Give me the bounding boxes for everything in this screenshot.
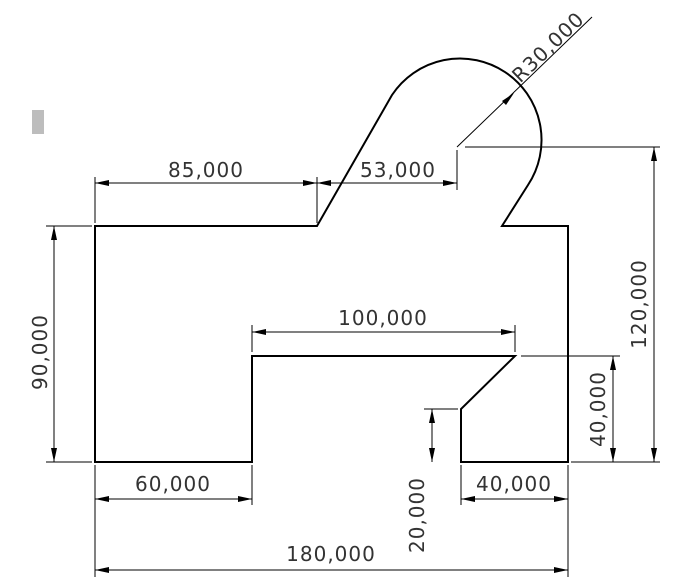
dim-label-left-height: 90,000 — [28, 314, 52, 390]
dim-label-notch-height: 40,000 — [586, 371, 610, 447]
dim-label-bottom-right-width: 40,000 — [476, 472, 552, 496]
dimension-bottom-right-width: 40,000 — [460, 465, 569, 505]
dim-label-inner-width: 100,000 — [338, 306, 428, 330]
part-outline — [94, 57, 569, 463]
dim-label-overall-width: 180,000 — [286, 542, 376, 566]
dimension-arc-radius: R30,000 — [456, 7, 593, 148]
dim-label-right-height: 120,000 — [627, 259, 651, 349]
dimension-right-height: 120,000 — [465, 146, 660, 463]
dimension-left-height: 90,000 — [28, 225, 92, 463]
dimension-bottom-left-width: 60,000 — [94, 465, 253, 505]
dimension-top-left-width: 85,000 — [94, 158, 318, 223]
dimension-overall-width: 180,000 — [94, 505, 569, 577]
smudge-mark — [32, 110, 44, 134]
dimension-inner-width: 100,000 — [251, 306, 516, 352]
dim-label-top-left-width: 85,000 — [168, 158, 244, 182]
dim-label-arc-radius: R30,000 — [507, 7, 589, 87]
dim-label-slope-width: 53,000 — [360, 158, 436, 182]
dimension-notch-height: 40,000 — [521, 355, 620, 462]
dimension-foot-height: 20,000 — [405, 408, 458, 553]
dim-label-bottom-left-width: 60,000 — [135, 472, 211, 496]
dimension-slope-width: 53,000 — [317, 150, 458, 190]
dim-label-foot-height: 20,000 — [405, 477, 429, 553]
